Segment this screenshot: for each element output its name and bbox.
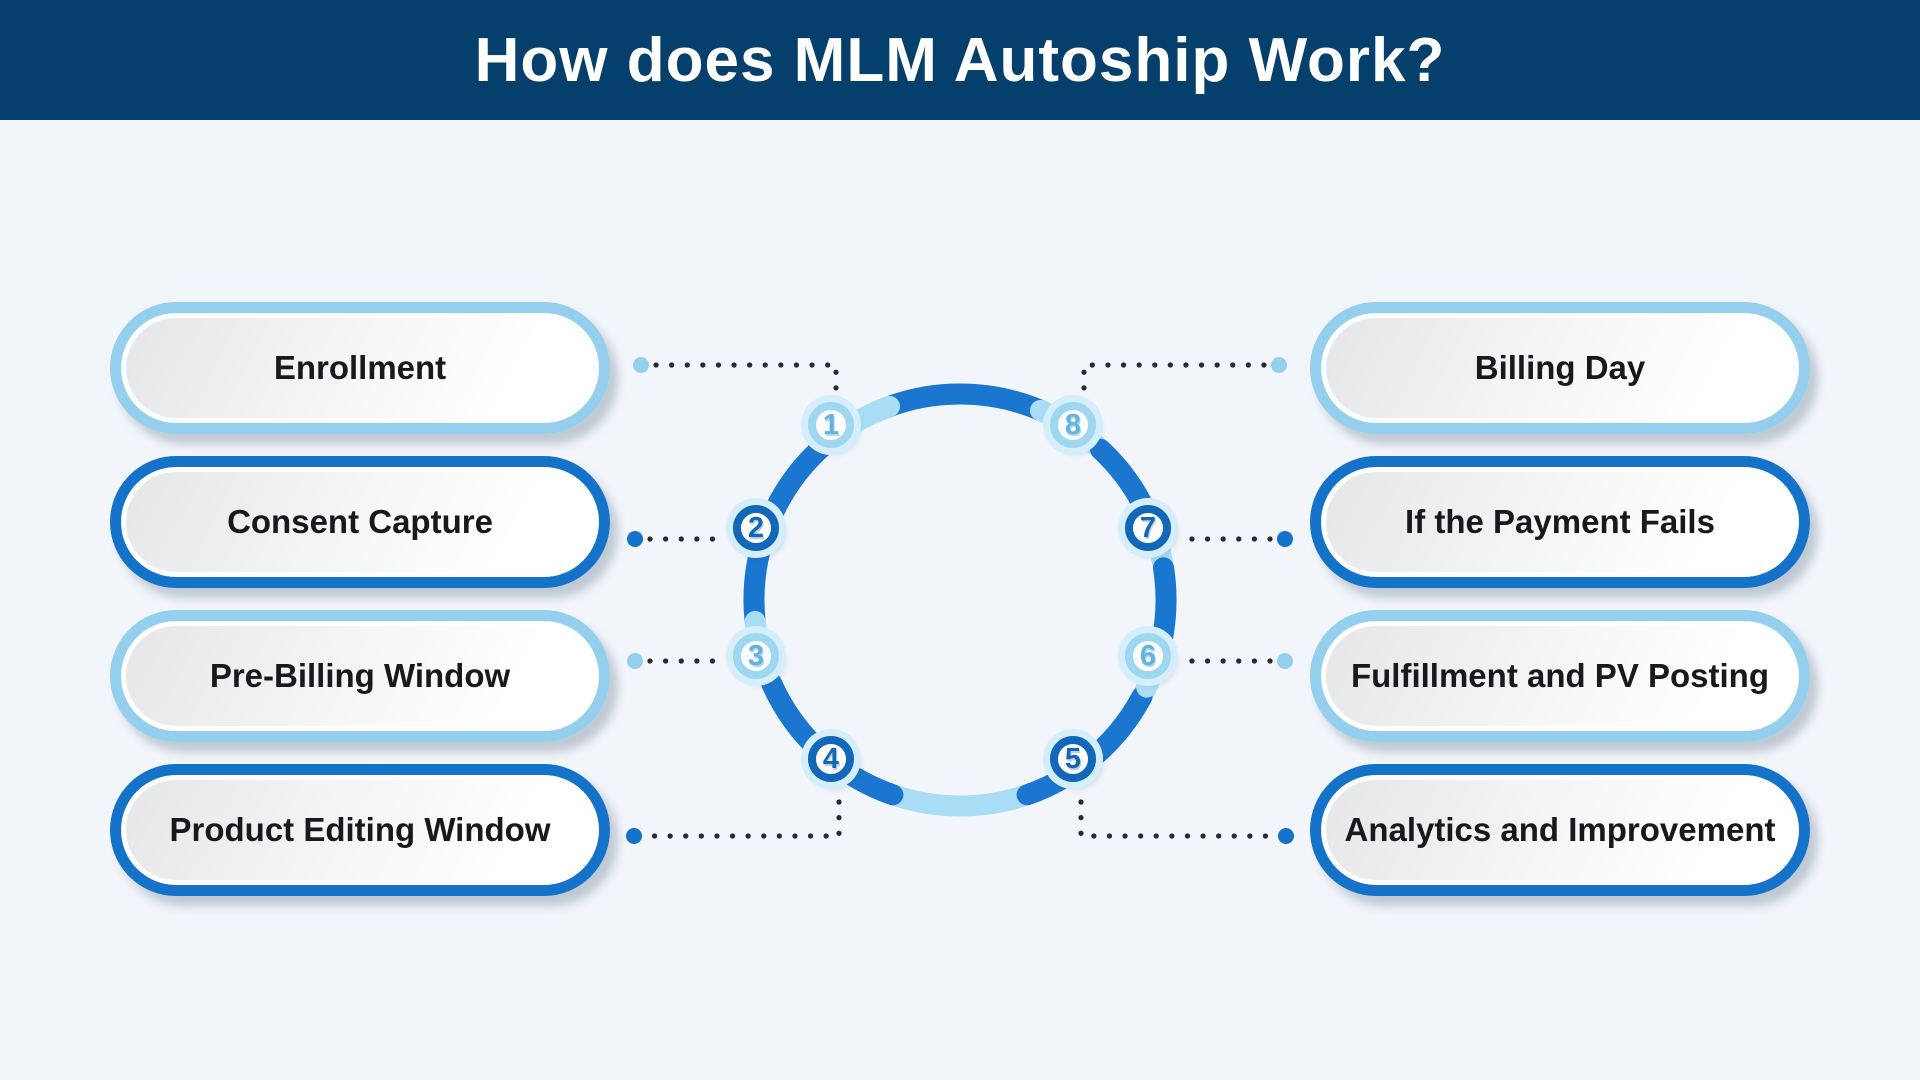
ring-dash-dark-8 (1151, 557, 1177, 654)
step-node-2: 2 (733, 505, 779, 551)
step-number: 6 (1139, 639, 1157, 672)
ring-dash-dark-6 (1016, 766, 1077, 806)
pill-pre-billing-window: Pre-Billing Window (110, 610, 610, 742)
connector-dotted-line-5 (1078, 799, 1273, 839)
connector-start-dot-7 (1277, 531, 1293, 547)
connector-start-dot-3 (627, 653, 643, 669)
pill-billing-day: Billing Day (1310, 302, 1810, 434)
connector-dotted-line-4 (647, 799, 842, 839)
pill-label: Enrollment (273, 349, 447, 386)
step-number: 3 (747, 639, 765, 672)
header-bar: How does MLM Autoship Work? (0, 0, 1920, 120)
pill-enrollment: Enrollment (110, 302, 610, 434)
ring-dash-dark-1 (865, 383, 1055, 423)
step-node-7: 7 (1125, 505, 1171, 551)
pill-analytics-and-improvement: Analytics and Improvement (1310, 764, 1810, 896)
pill-label: Product Editing Window (169, 811, 551, 848)
pill-label: Analytics and Improvement (1344, 811, 1776, 848)
page-title: How does MLM Autoship Work? (474, 25, 1446, 95)
step-node-8: 8 (1050, 402, 1096, 448)
step-node-1: 1 (808, 402, 854, 448)
pill-product-editing-window: Product Editing Window (110, 764, 610, 896)
step-node-6: 6 (1125, 633, 1171, 679)
connector-start-dot-4 (626, 828, 642, 844)
pill-label: Consent Capture (227, 503, 493, 540)
pill-label: If the Payment Fails (1405, 503, 1715, 540)
connector-start-dot-5 (1278, 828, 1294, 844)
connector-dotted-line-8 (1081, 362, 1267, 401)
step-number: 2 (747, 511, 765, 544)
connector-start-dot-6 (1277, 653, 1293, 669)
connector-start-dot-2 (627, 531, 643, 547)
connector-start-dot-8 (1271, 357, 1287, 373)
step-node-5: 5 (1050, 736, 1096, 782)
connector-dotted-line-1 (653, 362, 839, 401)
step-number: 8 (1064, 408, 1082, 441)
connector-start-dot-1 (633, 357, 649, 373)
step-node-4: 4 (808, 736, 854, 782)
pill-label: Billing Day (1474, 349, 1646, 386)
ring-dash-light-1 (852, 395, 900, 429)
step-number: 4 (822, 742, 840, 775)
pill-fulfillment-and-pv-posting: Fulfillment and PV Posting (1310, 610, 1810, 742)
step-number: 5 (1064, 742, 1082, 775)
ring-dash-dark-5 (843, 766, 904, 806)
step-number: 1 (822, 408, 840, 441)
pill-if-the-payment-fails: If the Payment Fails (1310, 456, 1810, 588)
ring-dash-dark-2 (762, 434, 836, 524)
step-number: 7 (1139, 511, 1157, 544)
step-node-3: 3 (733, 633, 779, 679)
pill-label: Fulfillment and PV Posting (1350, 657, 1769, 694)
pill-consent-capture: Consent Capture (110, 456, 610, 588)
pill-label: Pre-Billing Window (209, 657, 511, 694)
